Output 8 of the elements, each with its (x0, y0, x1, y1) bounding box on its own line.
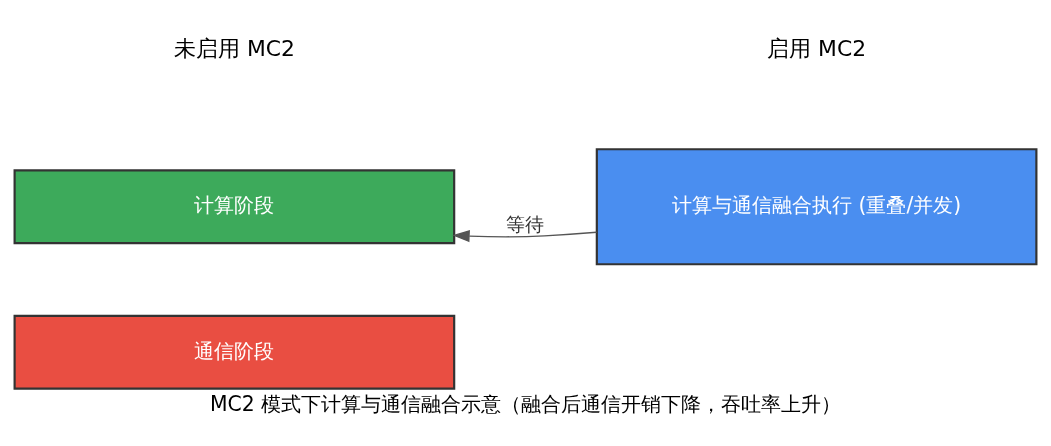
edge-label: 等待 (506, 212, 545, 235)
node-box: 计算与通信融合执行 (重叠/并发) (595, 147, 1038, 265)
node-box: 计算阶段 (13, 168, 456, 244)
label: 启用 MC2 (767, 35, 867, 61)
label: 未启用 MC2 (173, 35, 295, 61)
arrow (452, 229, 598, 242)
node-box: 通信阶段 (13, 314, 456, 390)
caption: MC2 模式下计算与通信融合示意（融合后通信开销下降，吞吐率上升） (209, 391, 842, 416)
